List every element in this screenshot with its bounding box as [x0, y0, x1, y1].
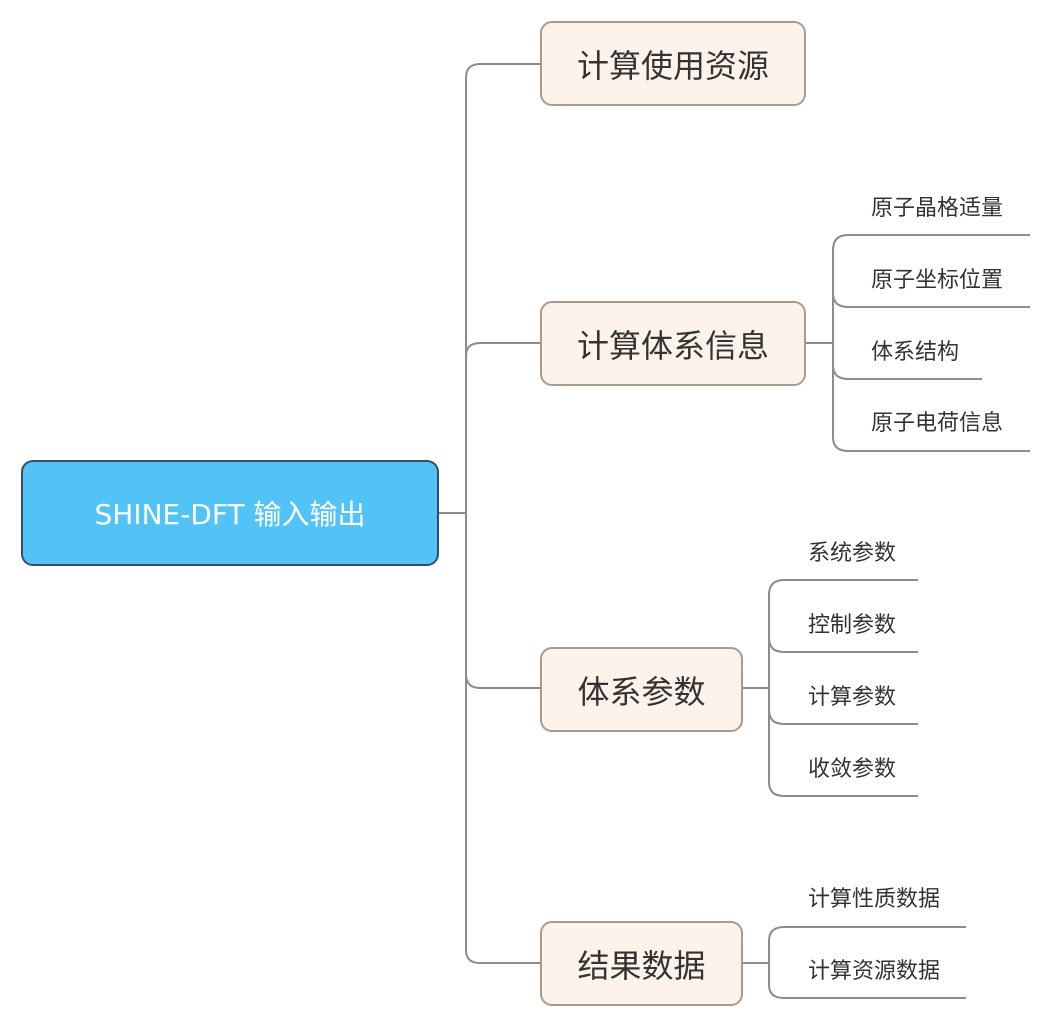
leaf-label: 原子坐标位置 — [871, 268, 1004, 293]
branch-result-data[interactable]: 结果数据 — [540, 921, 743, 1006]
leaf-node[interactable]: 原子电荷信息 — [871, 401, 1003, 441]
leaf-node[interactable]: 计算参数 — [808, 675, 896, 715]
branch3-child2 — [768, 637, 918, 653]
trunk-branch-3 — [465, 673, 540, 689]
root-topic-label: SHINE-DFT 输入输出 — [94, 498, 366, 531]
branch3-child3 — [768, 709, 918, 725]
branch2-child3 — [832, 364, 982, 380]
branch4-vertical — [768, 926, 966, 942]
leaf-node[interactable]: 控制参数 — [808, 603, 896, 643]
leaf-node[interactable]: 系统参数 — [808, 531, 896, 571]
leaf-label: 原子晶格适量 — [871, 196, 1004, 221]
branch2-child2 — [832, 292, 1030, 308]
trunk-branch-2 — [465, 342, 540, 357]
leaf-node[interactable]: 原子坐标位置 — [871, 258, 1003, 298]
leaf-label: 计算资源数据 — [808, 959, 941, 984]
branch-compute-resources[interactable]: 计算使用资源 — [540, 21, 806, 106]
leaf-label: 原子电荷信息 — [871, 411, 1004, 436]
leaf-node[interactable]: 体系结构 — [871, 330, 959, 370]
leaf-node[interactable]: 计算性质数据 — [808, 877, 940, 917]
branch2-child4 — [832, 436, 1030, 452]
leaf-node[interactable]: 原子晶格适量 — [871, 186, 1003, 226]
leaf-label: 控制参数 — [808, 613, 897, 638]
trunk-line — [465, 63, 540, 79]
branch-label: 结果数据 — [577, 946, 706, 985]
leaf-label: 计算性质数据 — [808, 887, 941, 912]
branch-label: 体系参数 — [577, 672, 706, 711]
branch-system-params[interactable]: 体系参数 — [540, 647, 743, 732]
leaf-label: 系统参数 — [808, 541, 897, 566]
branch4-child2 — [768, 984, 966, 999]
root-topic[interactable]: SHINE-DFT 输入输出 — [21, 460, 439, 566]
branch2-vertical — [832, 234, 1030, 251]
branch-label: 计算使用资源 — [576, 46, 769, 85]
leaf-node[interactable]: 计算资源数据 — [808, 949, 940, 989]
branch-label: 计算体系信息 — [576, 326, 769, 365]
leaf-label: 体系结构 — [871, 340, 960, 365]
leaf-node[interactable]: 收敛参数 — [808, 747, 896, 787]
leaf-label: 计算参数 — [808, 685, 897, 710]
branch-system-info[interactable]: 计算体系信息 — [540, 301, 806, 386]
leaf-label: 收敛参数 — [808, 757, 897, 782]
branch3-vertical — [768, 579, 918, 596]
branch3-child4 — [768, 781, 918, 797]
trunk-branch-4 — [465, 949, 540, 964]
